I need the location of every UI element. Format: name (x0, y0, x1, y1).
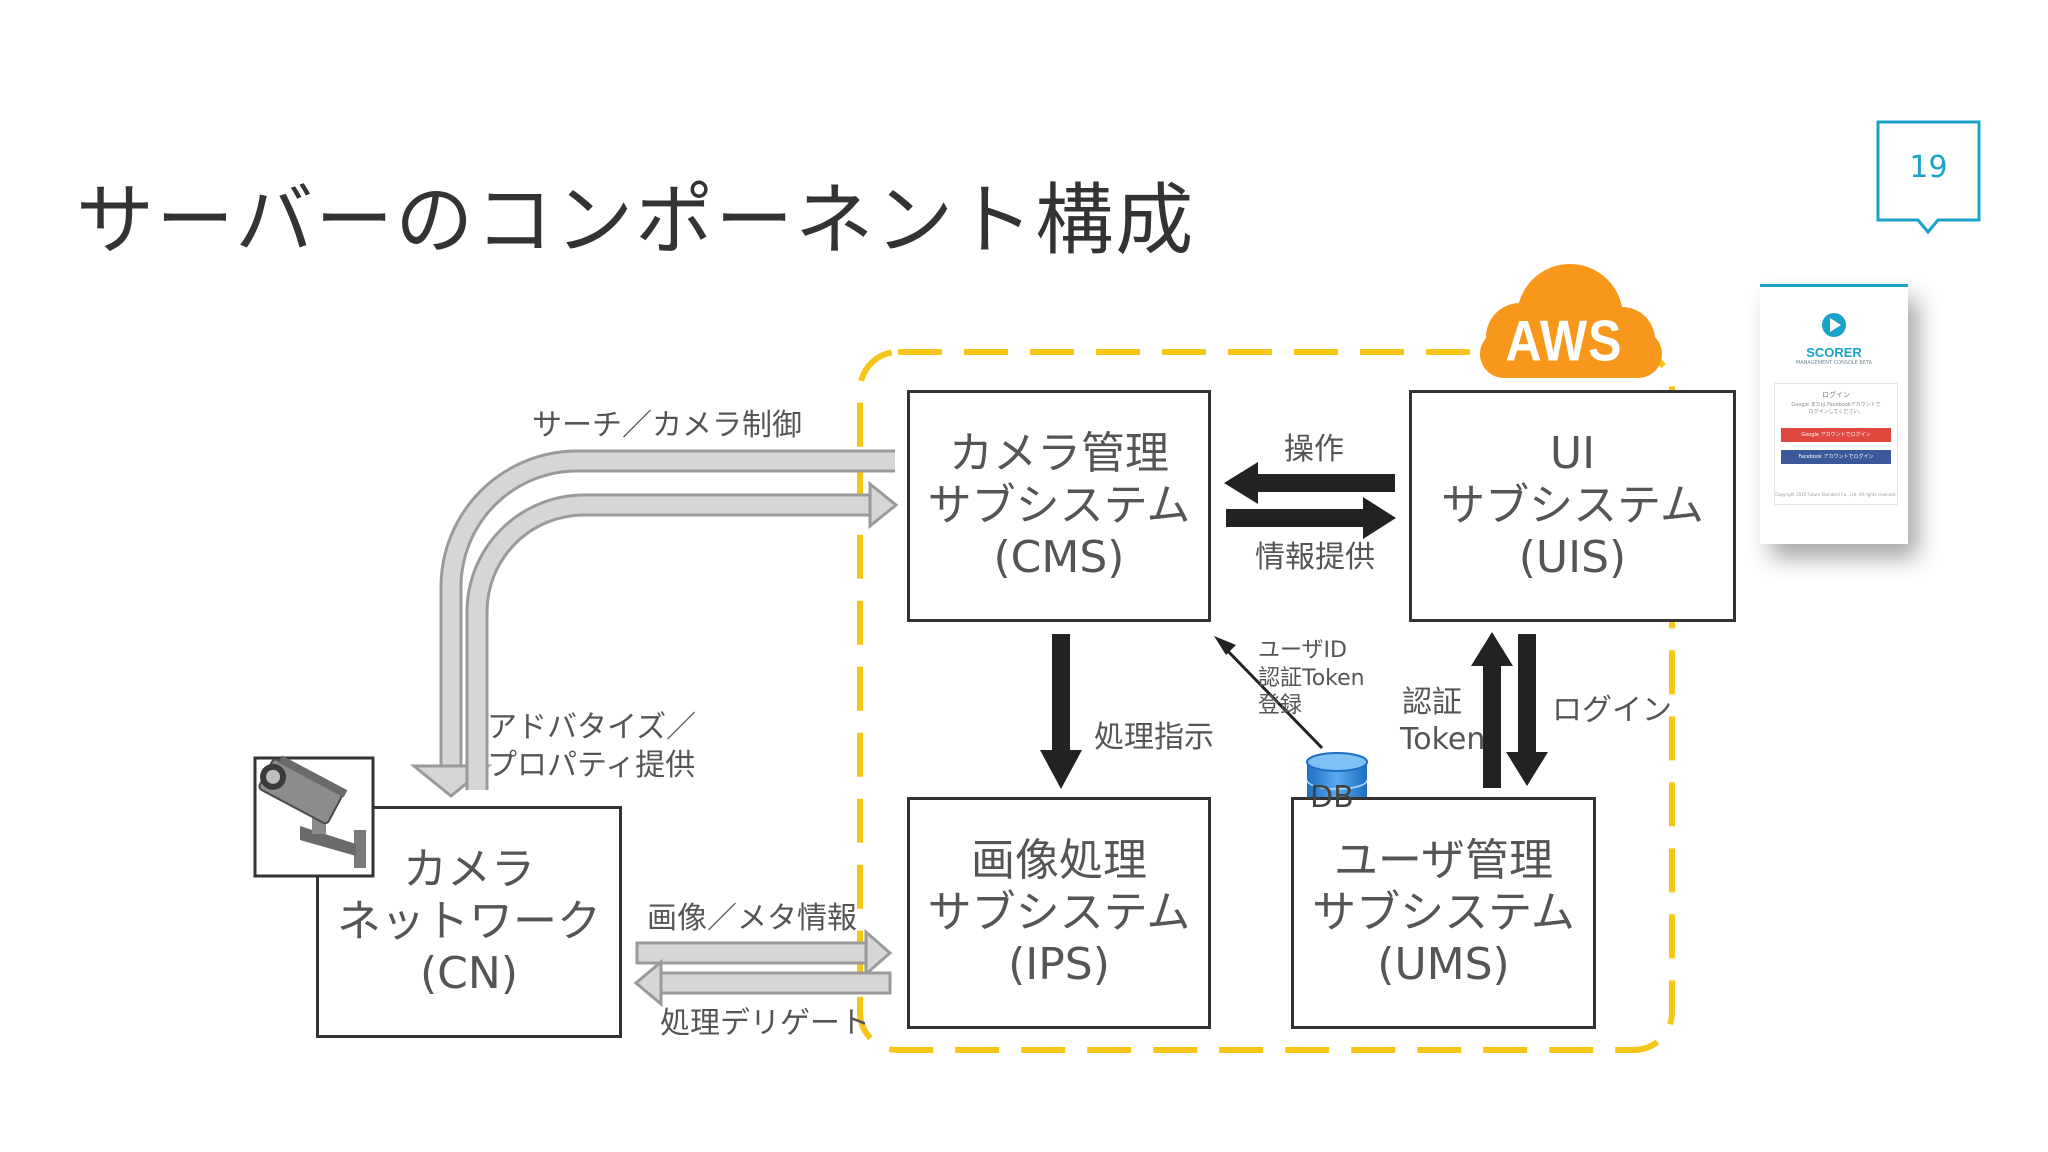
ips-abbrev: (IPS) (1008, 939, 1110, 990)
cn-subtitle: ネットワーク (337, 896, 601, 947)
aws-region-border (857, 349, 1675, 1053)
google-login-button: Google アカウントでログイン (1781, 428, 1891, 442)
info-provide-label: 情報提供 (1255, 540, 1375, 575)
cms-box: カメラ管理 サブシステム (CMS) (907, 390, 1211, 622)
ums-box: ユーザ管理 サブシステム (UMS) (1291, 797, 1596, 1029)
page-number: 19 (1909, 150, 1948, 185)
slide-title: サーバーのコンポーネント構成 (76, 176, 1196, 266)
login-label: ログイン (1552, 693, 1672, 728)
scorer-logo-icon (1822, 313, 1846, 337)
user-id-label: ユーザID (1258, 638, 1347, 663)
operation-label: 操作 (1284, 432, 1344, 467)
card-desc: Google または Facebookアカウントで ログインしてください。 (1775, 402, 1897, 415)
ums-subtitle: サブシステム (1312, 887, 1575, 938)
process-instruction-label: 処理指示 (1094, 720, 1214, 755)
user-register-arrow (1214, 636, 1324, 750)
uis-subtitle: サブシステム (1441, 480, 1704, 531)
card-login-panel: ログイン Google または Facebookアカウントで ログインしてくださ… (1774, 383, 1898, 505)
cn-abbrev: (CN) (420, 948, 518, 999)
uis-box: UI サブシステム (UIS) (1409, 390, 1736, 622)
card-copyright: Copyright 2016 Future Standard Co., Ltd.… (1775, 492, 1897, 497)
advertise-label-line2: プロパティ提供 (487, 748, 696, 783)
search-control-label: サーチ／カメラ制御 (532, 408, 802, 443)
process-instruction-arrow (1040, 634, 1082, 789)
auth-label: 認証 (1402, 685, 1462, 720)
register-label: 登録 (1258, 693, 1303, 718)
token-label: Token (1400, 722, 1486, 757)
card-desc-line1: Google または Facebookアカウントで (1791, 402, 1881, 408)
operation-arrow (1224, 462, 1395, 504)
ips-subtitle: サブシステム (927, 887, 1191, 938)
cn-name: カメラ (403, 844, 535, 895)
ums-name: ユーザ管理 (1333, 835, 1554, 886)
cms-name: カメラ管理 (949, 428, 1169, 479)
card-logo-text: SCORER (1806, 345, 1862, 360)
aws-cloud-icon (1480, 264, 1662, 378)
aws-label: AWS (1505, 308, 1623, 374)
cn-box: カメラ ネットワーク (CN) (316, 806, 622, 1038)
card-subtitle: MANAGEMENT CONSOLE BETA (1795, 360, 1873, 366)
page-badge-icon (1876, 120, 1981, 235)
ips-box: 画像処理 サブシステム (IPS) (907, 797, 1211, 1029)
image-meta-arrow (635, 928, 893, 978)
login-screenshot-card: SCORER MANAGEMENT CONSOLE BETA ログイン Goog… (1760, 284, 1908, 544)
ips-name: 画像処理 (971, 835, 1147, 886)
advertise-arrow (465, 480, 899, 790)
facebook-login-button: Facebook アカウントでログイン (1781, 450, 1891, 464)
cms-subtitle: サブシステム (927, 480, 1191, 531)
uis-abbrev: (UIS) (1518, 532, 1627, 583)
login-arrow (1506, 634, 1548, 786)
process-delegate-arrow (633, 958, 892, 1008)
ums-abbrev: (UMS) (1377, 939, 1510, 990)
auth-token-label: 認証Token (1258, 666, 1365, 691)
info-provide-arrow (1226, 497, 1396, 539)
image-meta-label: 画像／メタ情報 (647, 901, 857, 936)
card-desc-line2: ログインしてください。 (1808, 408, 1864, 415)
auth-token-arrow (1471, 632, 1513, 788)
uis-name: UI (1549, 428, 1596, 479)
card-heading: ログイン (1822, 391, 1850, 399)
db-label: DB (1310, 780, 1354, 815)
camera-icon (253, 756, 375, 878)
process-delegate-label: 処理デリゲート (660, 1006, 870, 1041)
cms-abbrev: (CMS) (993, 532, 1125, 583)
advertise-label-line1: アドバタイズ／ (487, 710, 697, 745)
